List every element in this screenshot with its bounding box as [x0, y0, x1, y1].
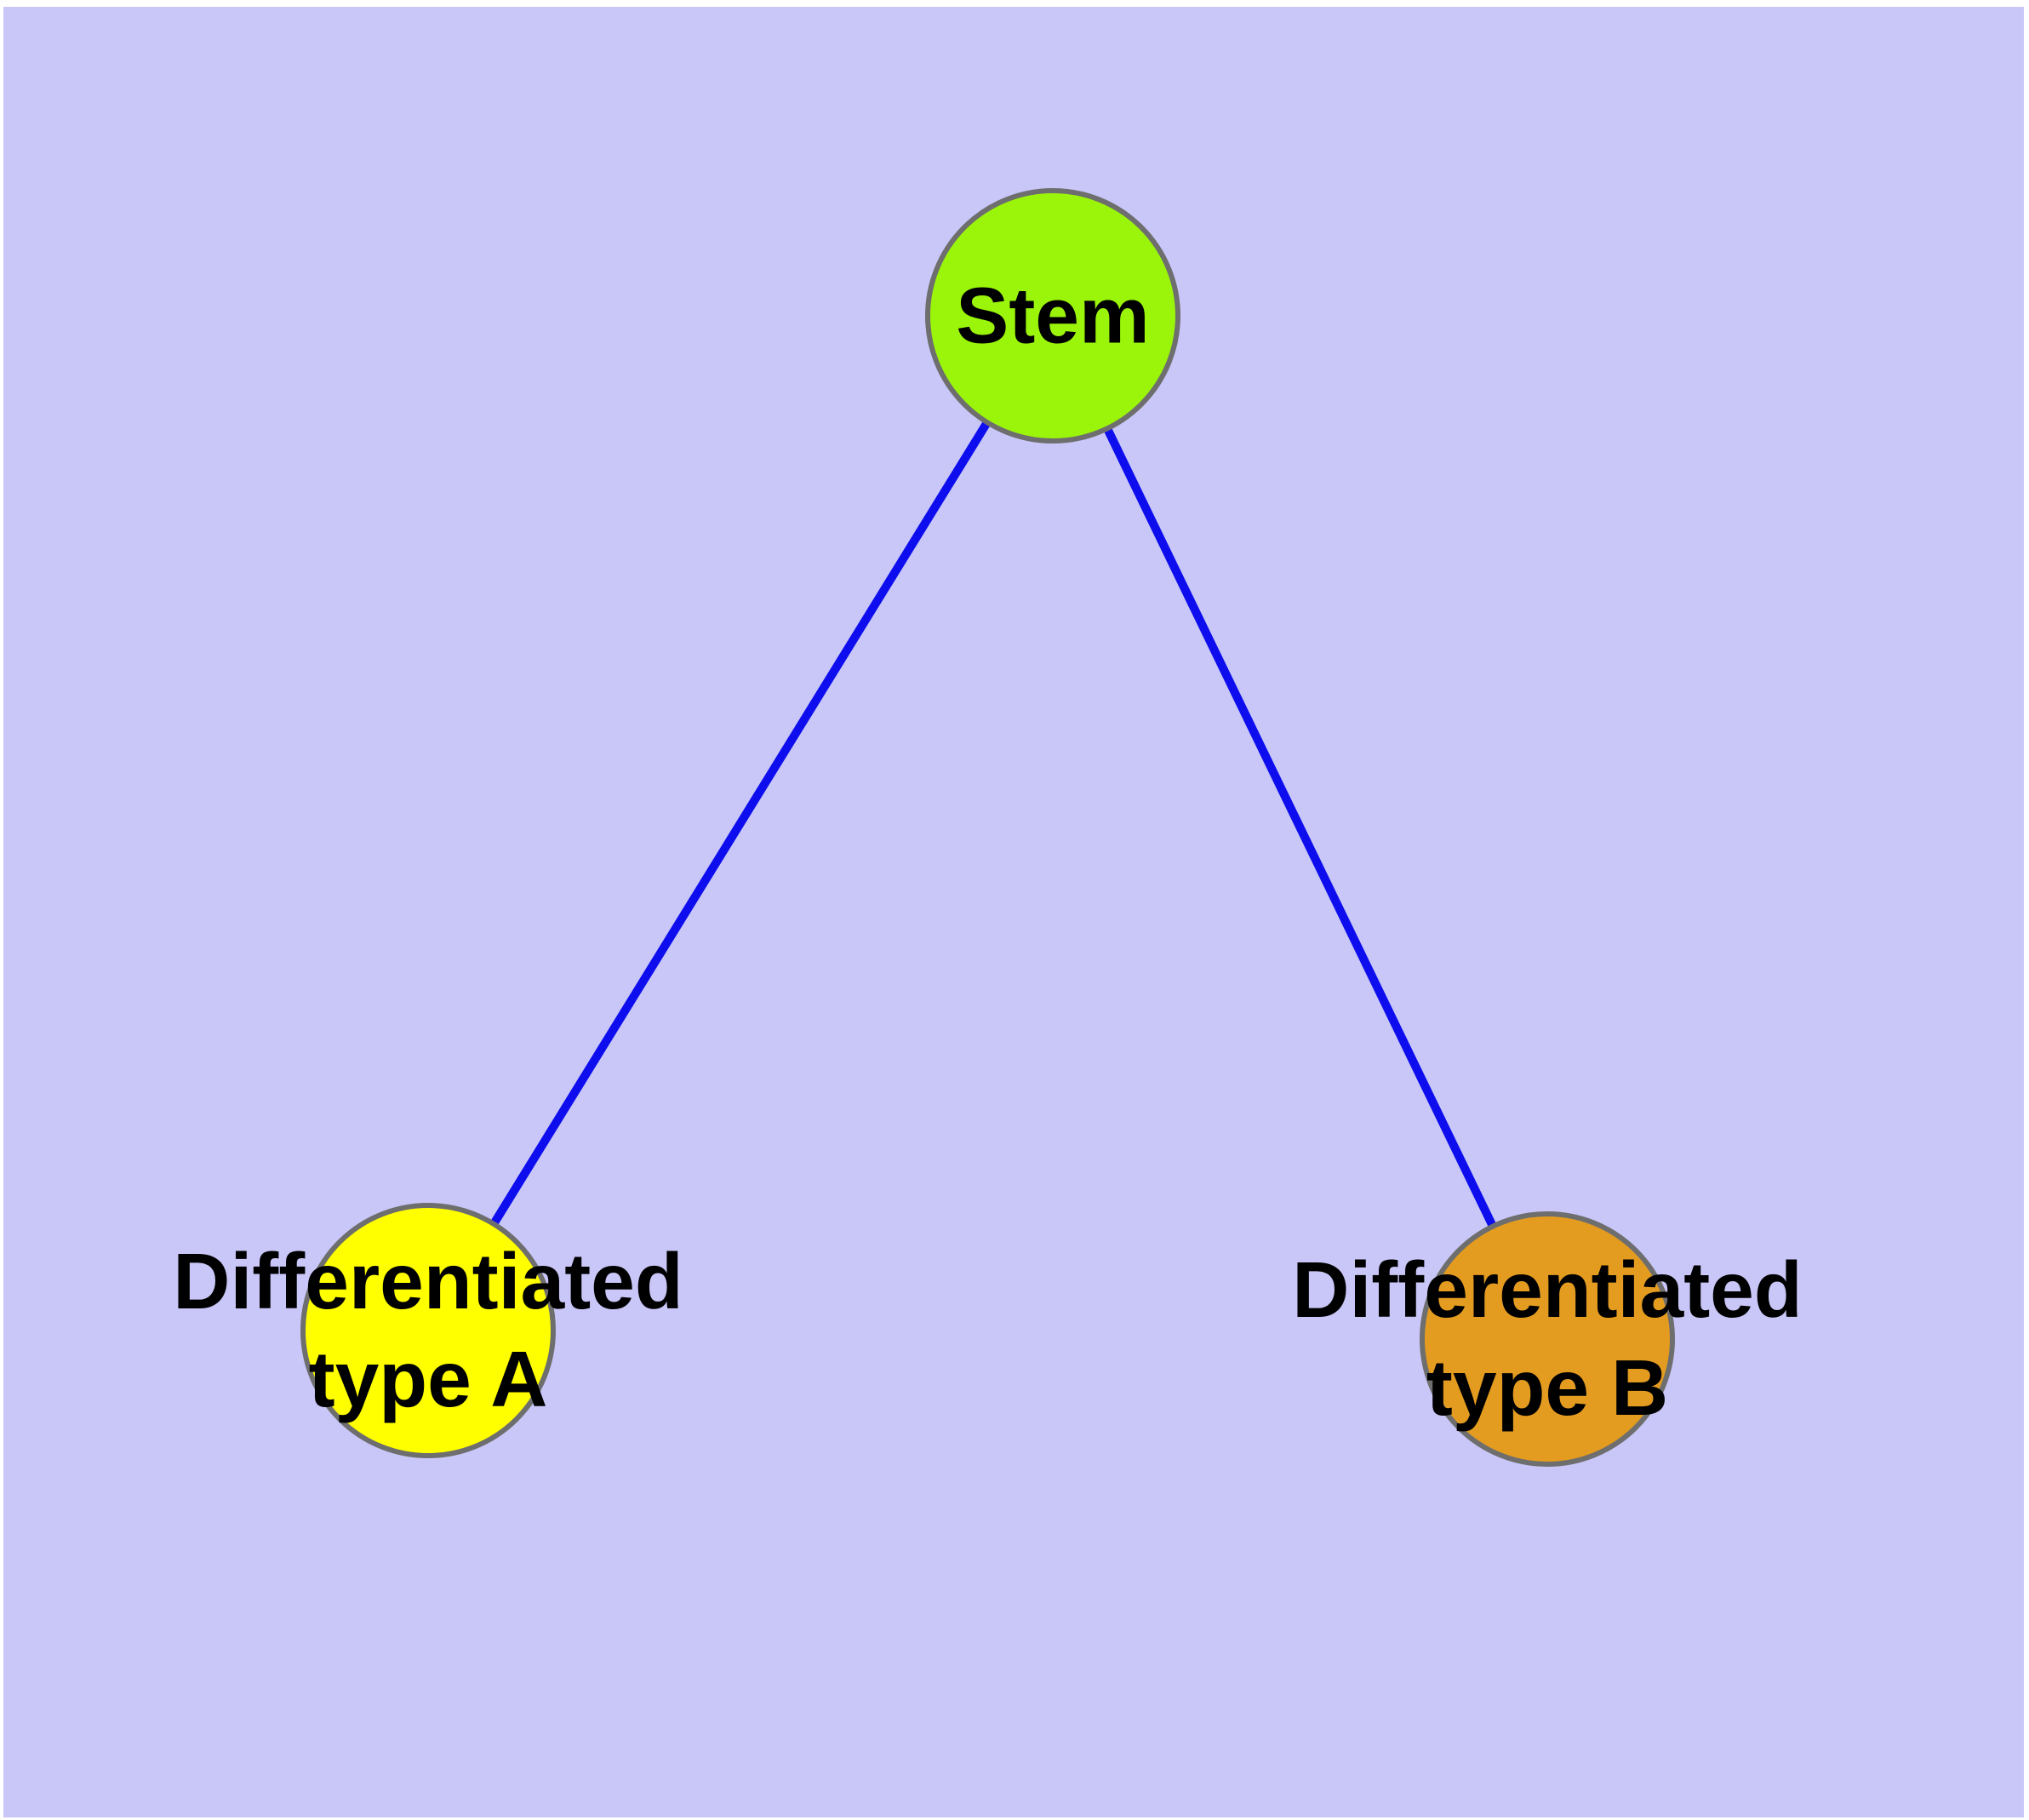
- edge-stem-to-type-b: [1049, 313, 1552, 1342]
- node-label-stem-line1: Stem: [956, 271, 1150, 360]
- node-label-differentiated-type-a: Differentiated type A: [173, 1233, 683, 1428]
- node-label-differentiated-type-b: Differentiated type B: [1292, 1241, 1802, 1437]
- node-label-type-b-line2: type B: [1426, 1343, 1669, 1432]
- node-stem: [925, 188, 1180, 444]
- node-label-stem: Stem: [956, 267, 1149, 365]
- node-differentiated-type-a: [300, 1203, 556, 1458]
- node-differentiated-type-b: [1420, 1211, 1675, 1467]
- edge-stem-to-type-a: [424, 313, 1057, 1333]
- node-label-type-a-line1: Differentiated: [173, 1237, 683, 1325]
- node-label-type-a-line2: type A: [308, 1335, 548, 1423]
- node-label-type-b-line1: Differentiated: [1292, 1245, 1803, 1334]
